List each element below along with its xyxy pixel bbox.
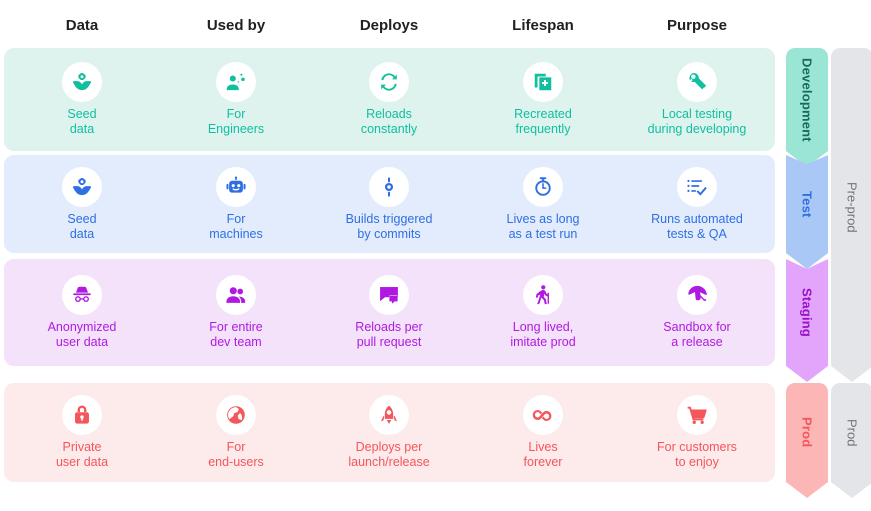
cell-development-used_by: For Engineers bbox=[161, 48, 311, 151]
column-header-used_by: Used by bbox=[206, 17, 266, 34]
rocket-icon bbox=[369, 395, 409, 435]
engineer-gear-icon bbox=[216, 62, 256, 102]
group-label: Prod bbox=[844, 418, 860, 447]
cell-test-deploys: Builds triggered by commits bbox=[314, 155, 464, 253]
cell-label: For machines bbox=[209, 211, 263, 241]
checklist-icon bbox=[677, 166, 717, 207]
env-arrow-development[interactable]: Development bbox=[786, 48, 828, 167]
cell-test-used_by: For machines bbox=[161, 155, 311, 253]
env-arrow-label: Test bbox=[799, 190, 815, 218]
environment-row-test: Seed data For machines Builds triggered by… bbox=[4, 155, 775, 253]
cell-development-deploys: Reloads constantly bbox=[314, 48, 464, 151]
cell-prod-data: Private user data bbox=[7, 383, 157, 482]
environment-row-prod: Private user data For end-users Deploys pe… bbox=[4, 383, 775, 482]
cell-label: For end-users bbox=[208, 440, 264, 469]
cell-label: Lives forever bbox=[523, 440, 563, 469]
infinity-icon bbox=[523, 395, 563, 435]
cell-prod-used_by: For end-users bbox=[161, 383, 311, 482]
cell-label: Anonymized user data bbox=[47, 320, 117, 349]
flower-seed-icon bbox=[62, 62, 102, 102]
globe-block-icon bbox=[216, 395, 256, 435]
cell-label: For Engineers bbox=[207, 107, 265, 136]
env-arrow-test[interactable]: Test bbox=[786, 155, 828, 269]
cell-prod-lifespan: Lives forever bbox=[468, 383, 618, 482]
cell-development-lifespan: Recreated frequently bbox=[468, 48, 618, 151]
cell-staging-purpose: Sandbox for a release bbox=[622, 259, 772, 366]
cell-staging-used_by: For entire dev team bbox=[161, 259, 311, 366]
flower-seed-icon bbox=[62, 166, 102, 207]
walking-person-icon bbox=[523, 275, 563, 315]
cell-label: Sandbox for a release bbox=[663, 320, 731, 349]
group-label: Pre-prod bbox=[844, 181, 860, 233]
cell-label: Lives as long as a test run bbox=[506, 211, 580, 241]
env-arrow-label: Development bbox=[799, 57, 815, 142]
cell-test-lifespan: Lives as long as a test run bbox=[468, 155, 618, 253]
cell-prod-purpose: For customers to enjoy bbox=[622, 383, 772, 482]
incognito-icon bbox=[62, 275, 102, 315]
group-prod[interactable]: Prod bbox=[831, 383, 871, 498]
cell-development-purpose: Local testing during developing bbox=[622, 48, 772, 151]
umbrella-icon bbox=[677, 275, 717, 315]
env-arrow-label: Staging bbox=[799, 287, 815, 338]
group-pre-prod[interactable]: Pre-prod bbox=[831, 48, 871, 382]
env-arrow-prod[interactable]: Prod bbox=[786, 383, 828, 498]
column-header-purpose: Purpose bbox=[666, 17, 727, 34]
cell-prod-deploys: Deploys per launch/release bbox=[314, 383, 464, 482]
cell-label: Reloads constantly bbox=[360, 107, 418, 136]
robot-icon bbox=[216, 166, 256, 207]
commit-node-icon bbox=[369, 166, 409, 207]
cell-staging-lifespan: Long lived, imitate prod bbox=[468, 259, 618, 366]
stopwatch-icon bbox=[523, 166, 563, 207]
column-header-lifespan: Lifespan bbox=[512, 17, 574, 34]
environment-row-development: Seed data For Engineers Reloads constantly… bbox=[4, 48, 775, 151]
shopping-cart-icon bbox=[677, 395, 717, 435]
cell-development-data: Seed data bbox=[7, 48, 157, 151]
cell-label: Deploys per launch/release bbox=[348, 440, 430, 469]
cell-label: Long lived, imitate prod bbox=[510, 320, 576, 349]
cell-label: For entire dev team bbox=[209, 320, 263, 349]
cell-label: Private user data bbox=[55, 440, 109, 469]
lock-icon bbox=[62, 395, 102, 435]
people-group-icon bbox=[216, 275, 256, 315]
cell-label: Reloads per pull request bbox=[355, 320, 423, 349]
cell-test-data: Seed data bbox=[7, 155, 157, 253]
cell-staging-deploys: Reloads per pull request bbox=[314, 259, 464, 366]
cell-label: Local testing during developing bbox=[647, 107, 747, 136]
environment-row-staging: Anonymized user data For entire dev team R… bbox=[4, 259, 775, 366]
cell-label: Seed data bbox=[67, 211, 97, 241]
copy-add-icon bbox=[523, 62, 563, 102]
wrench-icon bbox=[677, 62, 717, 102]
column-header-data: Data bbox=[65, 17, 99, 34]
cell-staging-data: Anonymized user data bbox=[7, 259, 157, 366]
env-arrow-label: Prod bbox=[799, 417, 815, 448]
cell-label: Runs automated tests & QA bbox=[651, 211, 743, 241]
env-arrow-staging[interactable]: Staging bbox=[786, 259, 828, 382]
cell-test-purpose: Runs automated tests & QA bbox=[622, 155, 772, 253]
column-header-deploys: Deploys bbox=[359, 17, 419, 34]
column-headers: Data Used by Deploys Lifespan Purpose bbox=[0, 0, 775, 48]
cell-label: Builds triggered by commits bbox=[345, 211, 433, 241]
comment-reply-icon bbox=[369, 275, 409, 315]
refresh-loop-icon bbox=[369, 62, 409, 102]
cell-label: Recreated frequently bbox=[514, 107, 572, 136]
cell-label: For customers to enjoy bbox=[657, 440, 737, 469]
cell-label: Seed data bbox=[67, 107, 97, 136]
